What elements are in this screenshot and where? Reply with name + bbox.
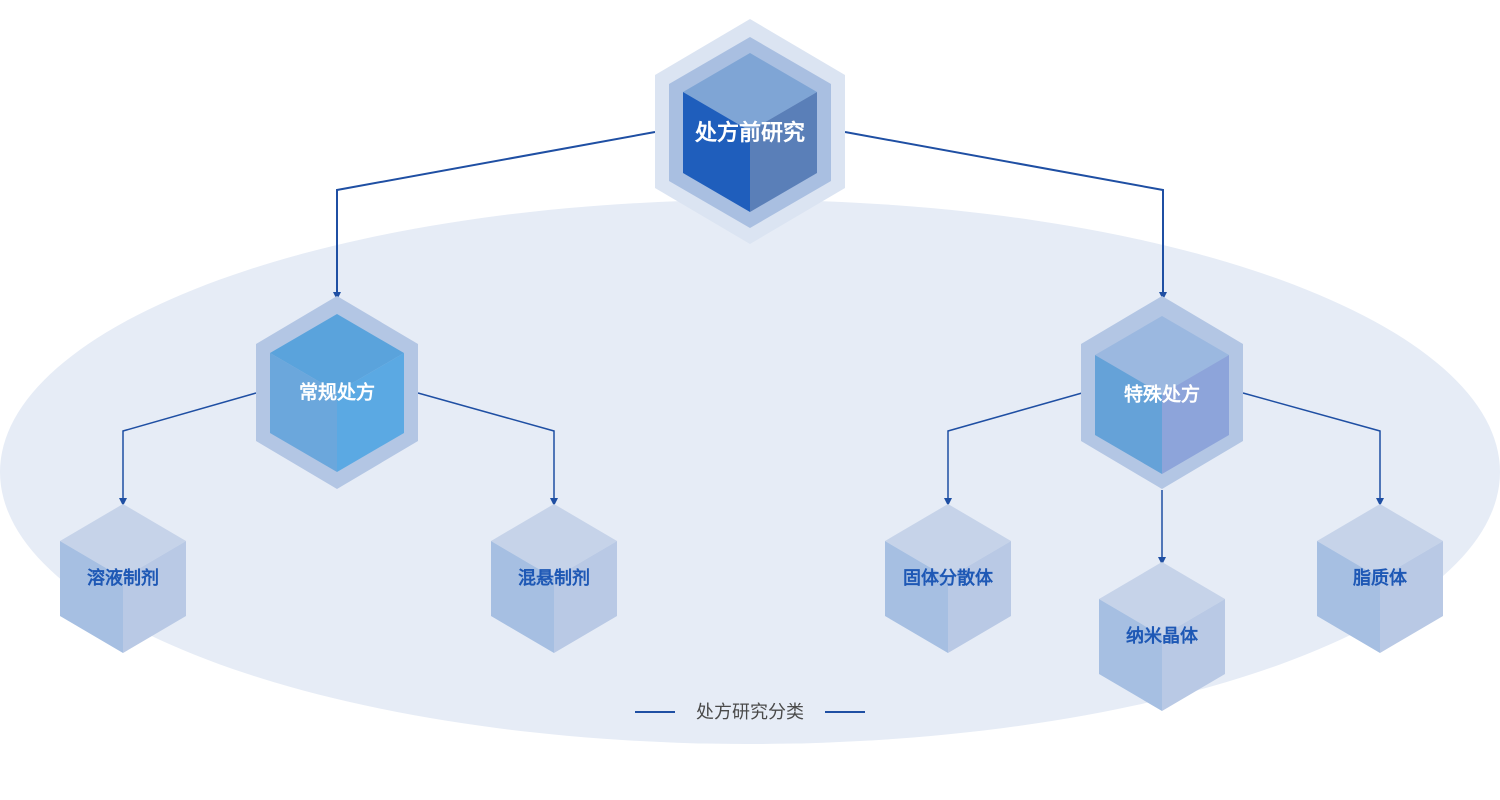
root-cube-left — [683, 92, 750, 212]
root-cube-right — [750, 92, 817, 212]
leaf-cube-right — [554, 541, 617, 653]
leaf-node-solid-dispersion: 固体分散体 — [885, 504, 1011, 653]
leaf-cube-right — [1380, 541, 1443, 653]
leaf-label-suspension: 混悬制剂 — [518, 567, 590, 589]
special-label: 特殊处方 — [1124, 383, 1200, 406]
special-cube-left — [1095, 355, 1162, 474]
connector-root-to-special — [844, 131, 1167, 300]
special-formulation-node: 特殊处方 — [1081, 296, 1243, 489]
leaf-label-liposome: 脂质体 — [1353, 567, 1408, 589]
background-ellipse — [0, 200, 1500, 744]
leaf-node-nanocrystal: 纳米晶体 — [1099, 562, 1225, 711]
leaf-cube-right — [948, 541, 1011, 653]
connector-conventional-to-suspension — [417, 392, 558, 506]
leaf-cube-right — [1162, 599, 1225, 711]
leaf-cube-left — [1099, 599, 1162, 711]
leaf-cube-left — [885, 541, 948, 653]
leaf-node-solution: 溶液制剂 — [60, 504, 186, 653]
connector-special-to-liposome — [1242, 392, 1384, 506]
conventional-formulation-node: 常规处方 — [256, 296, 418, 489]
leaf-cube-left — [491, 541, 554, 653]
leaf-node-liposome: 脂质体 — [1317, 504, 1443, 653]
connector-special-to-solid-dispersion — [944, 392, 1083, 506]
connector-root-to-conventional — [333, 131, 656, 300]
connector-conventional-to-solution — [119, 392, 257, 506]
diagram-caption: 处方研究分类 — [635, 702, 865, 723]
leaf-label-solid-dispersion: 固体分散体 — [903, 567, 994, 589]
leaf-cube-right — [123, 541, 186, 653]
special-cube-right — [1162, 355, 1229, 474]
leaf-cube-left — [60, 541, 123, 653]
conventional-cube-left — [270, 353, 337, 472]
root-node: 处方前研究 — [655, 19, 845, 244]
root-label: 处方前研究 — [694, 120, 805, 146]
caption-text: 处方研究分类 — [696, 702, 804, 723]
leaf-label-solution: 溶液制剂 — [87, 567, 159, 589]
leaf-label-nanocrystal: 纳米晶体 — [1126, 625, 1199, 647]
conventional-cube-right — [337, 353, 404, 472]
conventional-label: 常规处方 — [299, 381, 375, 404]
leaf-node-suspension: 混悬制剂 — [491, 504, 617, 653]
leaf-cube-left — [1317, 541, 1380, 653]
connectors — [119, 131, 1384, 565]
